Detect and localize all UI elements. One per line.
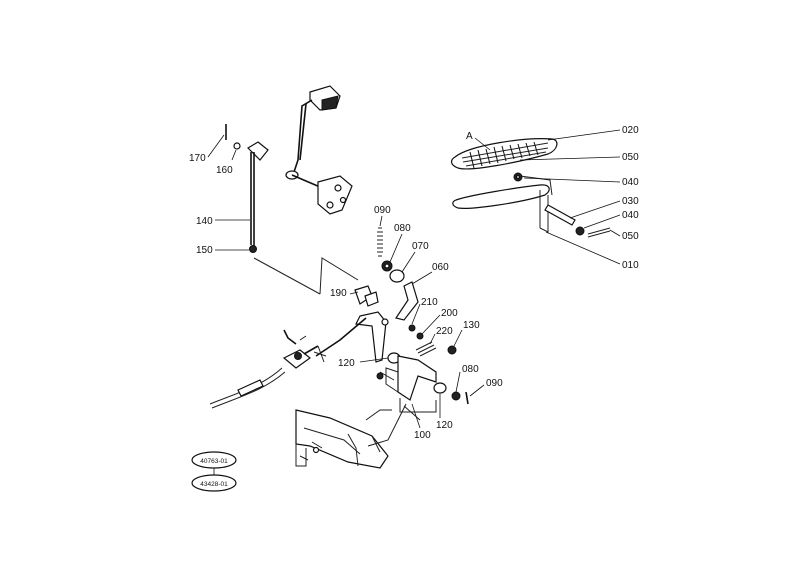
callout-120: 120 — [436, 420, 453, 431]
callout-A: A — [466, 131, 473, 142]
callout-010: 010 — [622, 260, 639, 271]
callout-100: 100 — [414, 430, 431, 441]
callout-170: 170 — [189, 153, 206, 164]
callout-090: 090 — [486, 378, 503, 389]
mounting-bracket — [376, 355, 469, 421]
callout-140: 140 — [196, 216, 213, 227]
callout-190: 190 — [330, 288, 347, 299]
callout-150: 150 — [196, 245, 213, 256]
callout-220: 220 — [436, 326, 453, 337]
reference-code: 40763-01 — [200, 458, 228, 465]
foot-pedal-assembly — [451, 138, 611, 238]
reference-code: 43428-01 — [200, 481, 228, 488]
callout-090: 090 — [374, 205, 391, 216]
reference-oval — [191, 474, 237, 492]
callout-120: 120 — [338, 358, 355, 369]
hand-throttle-lever — [285, 85, 353, 215]
leader-lines — [207, 129, 621, 429]
callout-210: 210 — [421, 297, 438, 308]
callout-130: 130 — [463, 320, 480, 331]
callout-040: 040 — [622, 210, 639, 221]
callout-080: 080 — [394, 223, 411, 234]
throttle-cable — [209, 329, 327, 409]
callout-030: 030 — [622, 196, 639, 207]
callout-070: 070 — [412, 241, 429, 252]
callout-020: 020 — [622, 125, 639, 136]
base-frame — [295, 403, 407, 469]
callout-040: 040 — [622, 177, 639, 188]
callout-080: 080 — [462, 364, 479, 375]
callout-160: 160 — [216, 165, 233, 176]
callout-050: 050 — [622, 152, 639, 163]
reference-codes: 40763-01 43428-01 — [191, 451, 237, 492]
callout-060: 060 — [432, 262, 449, 273]
linkage-arm — [315, 227, 457, 364]
callout-labels: A 020 050 040 030 040 050 010 170 160 14… — [189, 125, 639, 441]
callout-200: 200 — [441, 308, 458, 319]
throttle-rod — [225, 124, 359, 295]
callout-050: 050 — [622, 231, 639, 242]
